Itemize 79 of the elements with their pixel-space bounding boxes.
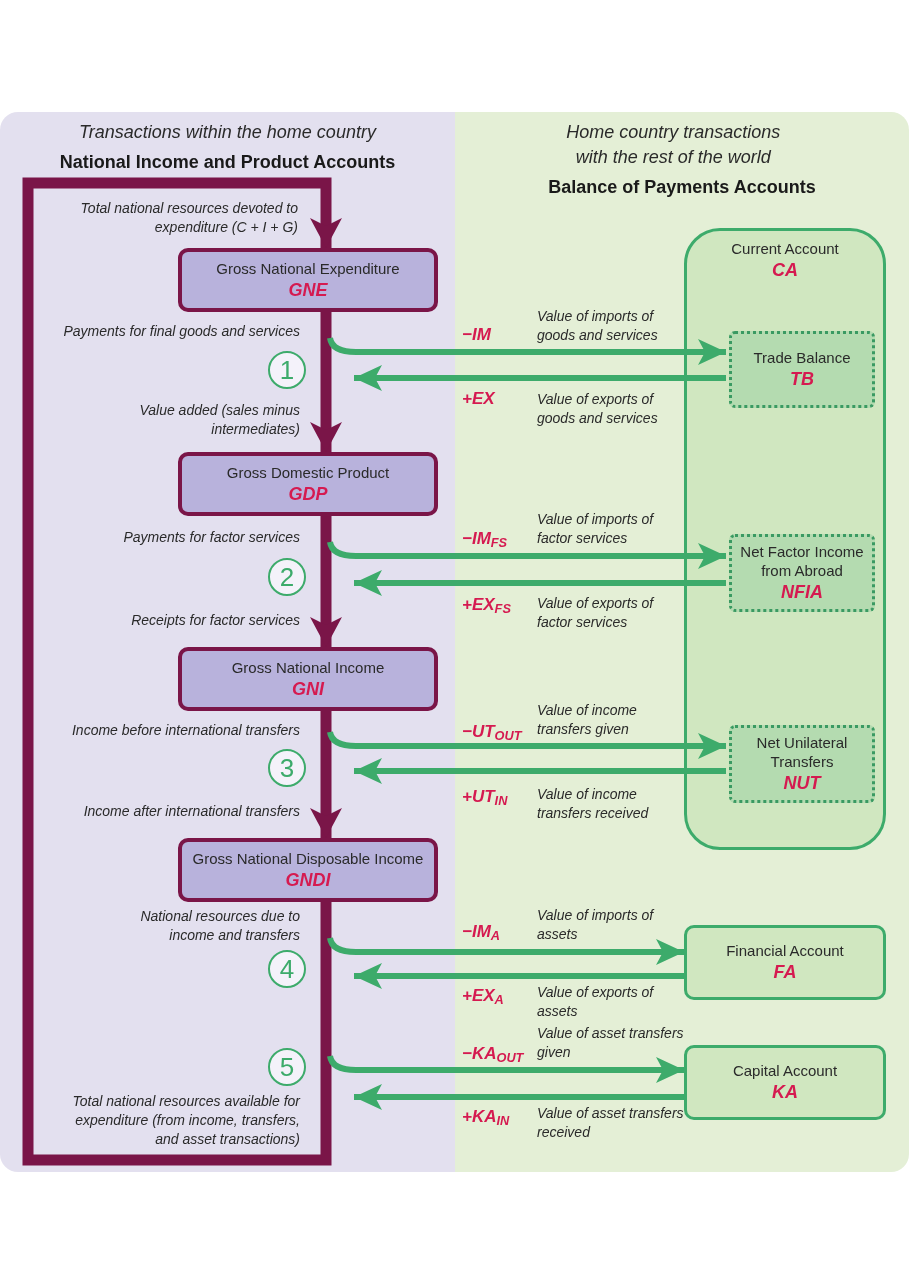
account-abbreviation: GDP bbox=[287, 482, 329, 506]
flow-arrow bbox=[327, 937, 684, 965]
flow-arrow bbox=[327, 337, 726, 365]
edge-label: −IM$_{FS}$ bbox=[462, 528, 508, 550]
edge-label: +EX$_{A}$ bbox=[462, 985, 504, 1007]
flow-note: Value of imports of factor services bbox=[537, 510, 656, 548]
panel-subtitle: Home country transactions with the rest of the world bbox=[565, 121, 782, 169]
flow-note: Income before international transfers bbox=[71, 721, 300, 740]
account-box bbox=[178, 452, 438, 516]
flow-note: Value of asset transfers given bbox=[537, 1024, 685, 1062]
flow-arrow bbox=[310, 312, 342, 452]
flow-note: Payments for factor services bbox=[122, 528, 300, 547]
account-abbreviation: TB bbox=[789, 368, 815, 391]
flow-arrow bbox=[354, 570, 726, 596]
dotted-account-box bbox=[729, 534, 875, 612]
flow-note: Value of imports of goods and services bbox=[537, 307, 659, 345]
account-name: Financial Account bbox=[726, 941, 844, 960]
flow-note: Value of exports of factor services bbox=[537, 594, 656, 632]
account-box bbox=[178, 838, 438, 902]
account-abbreviation: NFIA bbox=[780, 581, 824, 604]
flow-arrow bbox=[22, 177, 342, 1166]
flow-note: National resources due to income and transfers bbox=[139, 907, 300, 945]
edge-label: −IM$_{A}$ bbox=[462, 921, 501, 943]
account-name: Net Factor Income from Abroad bbox=[739, 542, 865, 580]
account-group-box bbox=[684, 228, 886, 850]
panel-subtitle: Transactions within the home country bbox=[78, 121, 378, 144]
panel-heading: Balance of Payments Accounts bbox=[548, 176, 816, 199]
edge-label: +KA$_{IN}$ bbox=[462, 1106, 510, 1128]
edge-label: +UT$_{IN}$ bbox=[462, 786, 508, 808]
flow-note: Total national resources devoted to expenditure (C + I + G) bbox=[79, 199, 298, 237]
edge-label: −UT$_{OUT}$ bbox=[462, 721, 522, 743]
flow-note: Value of income transfers received bbox=[537, 785, 650, 823]
flow-note: Value of asset transfers received bbox=[537, 1104, 685, 1142]
dotted-account-box bbox=[729, 331, 875, 408]
flow-note: Receipts for factor services bbox=[130, 611, 300, 630]
account-abbreviation: NUT bbox=[782, 772, 823, 795]
account-box bbox=[178, 248, 438, 312]
account-box bbox=[684, 1045, 886, 1120]
flow-note: Income after international transfers bbox=[82, 802, 300, 821]
dotted-account-box bbox=[729, 725, 875, 803]
flow-arrow bbox=[354, 758, 726, 784]
account-abbreviation: GNE bbox=[287, 278, 329, 302]
account-box bbox=[684, 925, 886, 1000]
account-name: Gross National Income bbox=[231, 657, 385, 677]
edge-label: −IM bbox=[462, 324, 491, 346]
account-name: Net Unilateral Transfers bbox=[755, 733, 849, 771]
panel-heading: National Income and Product Accounts bbox=[59, 151, 396, 174]
edge-label: +EX bbox=[462, 388, 495, 410]
flow-note: Payments for final goods and services bbox=[62, 322, 300, 341]
account-box bbox=[178, 647, 438, 711]
flow-arrow bbox=[354, 963, 684, 989]
flow-note: Total national resources available for expenditure (from income, transfers, and asset transactions) bbox=[71, 1092, 300, 1149]
flow-note: Value added (sales minus intermediates) bbox=[138, 401, 300, 439]
account-name: Gross National Disposable Income bbox=[192, 848, 424, 868]
account-name: Trade Balance bbox=[753, 348, 851, 367]
edge-label: +EX$_{FS}$ bbox=[462, 594, 511, 616]
flow-arrow bbox=[354, 365, 726, 391]
account-name: Gross National Expenditure bbox=[216, 258, 400, 278]
account-name: Capital Account bbox=[732, 1061, 838, 1080]
account-abbreviation: GNDI bbox=[284, 868, 332, 892]
account-abbreviation: KA bbox=[771, 1081, 799, 1104]
flow-arrow bbox=[327, 1055, 684, 1083]
account-name: Current Account bbox=[731, 239, 839, 258]
account-abbreviation: GNI bbox=[291, 677, 326, 701]
flow-arrow bbox=[354, 1084, 684, 1110]
flow-note: Value of income transfers given bbox=[537, 701, 638, 739]
flow-arrow bbox=[310, 516, 342, 647]
flow-note: Value of exports of assets bbox=[537, 983, 656, 1021]
flow-note: Value of imports of assets bbox=[537, 906, 656, 944]
flow-arrow bbox=[327, 731, 726, 759]
panel bbox=[0, 112, 455, 1172]
flow-note: Value of exports of goods and services bbox=[537, 390, 659, 428]
account-abbreviation: CA bbox=[771, 259, 799, 282]
edge-label: −KA$_{OUT}$ bbox=[462, 1043, 524, 1065]
flow-arrow bbox=[310, 711, 342, 838]
account-abbreviation: FA bbox=[772, 961, 798, 984]
flow-arrow bbox=[327, 541, 726, 569]
panel bbox=[455, 112, 909, 1172]
account-name: Gross Domestic Product bbox=[226, 462, 390, 482]
